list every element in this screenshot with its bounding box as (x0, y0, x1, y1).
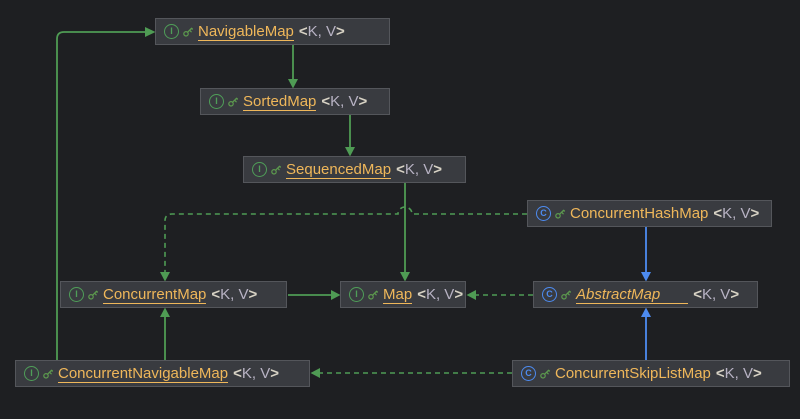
class-name-link[interactable]: AbstractMap (576, 286, 689, 304)
key-icon (540, 368, 550, 379)
node-sequencedmap[interactable]: I SequencedMap <K, V> (243, 156, 466, 183)
node-concurrenthashmap[interactable]: C ConcurrentHashMap <K, V> (527, 200, 772, 227)
edge-concurrentnavigablemap-extends-concurrentmap (160, 307, 170, 360)
generic-open-bracket: < (396, 161, 405, 178)
edge-concurrentskiplistmap-extends-abstractmap (641, 307, 651, 360)
generic-params: K, V (220, 286, 249, 303)
node-concurrentmap[interactable]: I ConcurrentMap <K, V> (60, 281, 287, 308)
generic-params: K, V (701, 286, 731, 303)
generic-open-bracket: < (321, 93, 331, 110)
class-icon: C (542, 287, 557, 302)
generic-open-bracket: < (298, 23, 308, 40)
generic-open-bracket: < (713, 205, 723, 222)
interface-icon: I (164, 24, 179, 39)
type-parameters: <K, V> (233, 365, 279, 382)
generic-params: K, V (307, 23, 337, 40)
class-name-link[interactable]: SortedMap (243, 92, 317, 111)
generic-open-bracket: < (233, 365, 242, 382)
generic-close-bracket: > (433, 161, 442, 178)
type-parameters: <K, V> (693, 286, 739, 303)
generic-close-bracket: > (336, 23, 345, 40)
generic-params: K, V (241, 365, 271, 382)
type-parameters: <K, V> (417, 286, 463, 303)
key-icon (228, 96, 238, 107)
node-concurrentnavigablemap[interactable]: I ConcurrentNavigableMap <K, V> (15, 360, 310, 387)
node-concurrentskiplistmap[interactable]: C ConcurrentSkipListMap <K, V> (512, 360, 790, 387)
edge-concurrentnavigablemap-extends-navigablemap (56, 27, 156, 360)
type-parameters: <K, V> (396, 161, 442, 178)
node-map[interactable]: I Map <K, V> (340, 281, 466, 308)
generic-close-bracket: > (730, 286, 740, 303)
edge-abstractmap-implements-map-arrow (466, 290, 476, 300)
class-icon: C (536, 206, 551, 221)
key-icon (43, 368, 53, 379)
generic-close-bracket: > (358, 93, 368, 110)
interface-icon: I (252, 162, 267, 177)
node-abstractmap[interactable]: C AbstractMap <K, V> (533, 281, 758, 308)
key-icon (271, 164, 281, 175)
generic-params: K, V (722, 205, 751, 222)
edge-concurrenthashmap-extends-abstractmap (641, 227, 651, 282)
generic-open-bracket: < (211, 286, 221, 303)
node-navigablemap[interactable]: I NavigableMap <K, V> (155, 18, 390, 45)
key-icon (555, 208, 565, 219)
generic-open-bracket: < (715, 365, 725, 382)
interface-icon: I (209, 94, 224, 109)
edge-concurrenthashmap-implements-concurrentmap (164, 206, 527, 272)
class-name[interactable]: ConcurrentHashMap (570, 205, 709, 222)
edge-sortedmap-extends-sequencedmap (345, 115, 355, 157)
key-icon (368, 289, 378, 300)
generic-params: K, V (330, 93, 359, 110)
generic-open-bracket: < (417, 286, 426, 303)
class-name-link[interactable]: ConcurrentMap (103, 285, 207, 304)
edge-concurrentskiplistmap-implements-concurrentnavigablemap-arrow (310, 368, 320, 378)
node-sortedmap[interactable]: I SortedMap <K, V> (200, 88, 390, 115)
type-parameters: <K, V> (713, 205, 759, 222)
generic-close-bracket: > (270, 365, 279, 382)
interface-icon: I (69, 287, 84, 302)
type-parameters: <K, V> (211, 286, 257, 303)
generic-open-bracket: < (693, 286, 702, 303)
type-parameters: <K, V> (716, 365, 762, 382)
interface-icon: I (349, 287, 364, 302)
edge-navigablemap-extends-sortedmap (288, 45, 298, 89)
type-parameters: <K, V> (299, 23, 345, 40)
generic-close-bracket: > (248, 286, 258, 303)
edge-concurrentmap-extends-map (288, 290, 341, 300)
generic-params: K, V (724, 365, 754, 382)
key-icon (561, 289, 571, 300)
class-name[interactable]: ConcurrentSkipListMap (555, 365, 711, 382)
key-icon (183, 26, 193, 37)
class-name-link[interactable]: SequencedMap (286, 160, 392, 179)
generic-params: K, V (404, 161, 434, 178)
class-name-link[interactable]: NavigableMap (198, 22, 294, 41)
class-name-link[interactable]: Map (383, 285, 413, 304)
type-parameters: <K, V> (321, 93, 367, 110)
edge-sequencedmap-extends-map (400, 183, 410, 282)
generic-close-bracket: > (750, 205, 760, 222)
generic-params: K, V (425, 286, 455, 303)
class-name-link[interactable]: ConcurrentNavigableMap (58, 364, 229, 383)
class-icon: C (521, 366, 536, 381)
generic-close-bracket: > (454, 286, 464, 303)
generic-close-bracket: > (753, 365, 762, 382)
interface-icon: I (24, 366, 39, 381)
key-icon (88, 289, 98, 300)
